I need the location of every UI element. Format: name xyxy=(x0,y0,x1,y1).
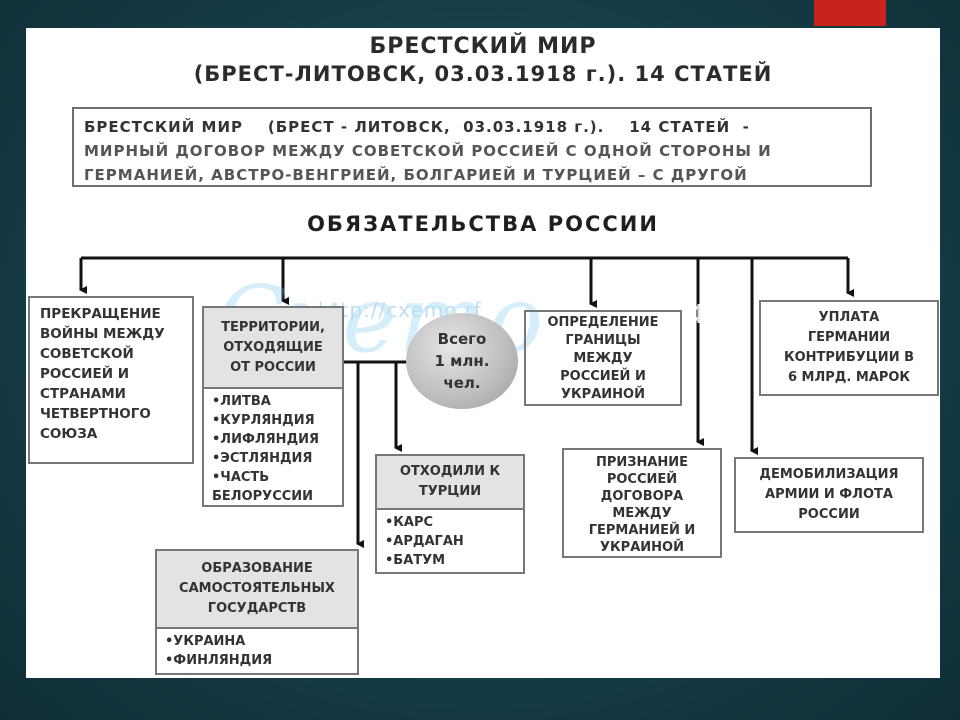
box-line: ОБРАЗОВАНИЕ xyxy=(201,561,313,576)
obligations-heading: ОБЯЗАТЕЛЬСТВА РОССИИ xyxy=(307,212,659,236)
list-item: •ЛИФЛЯНДИЯ xyxy=(212,432,320,447)
box-line: РОССИИ xyxy=(798,507,860,522)
box-line: АРМИИ И ФЛОТА xyxy=(765,487,893,502)
box-end-war: ПРЕКРАЩЕНИЕ ВОЙНЫ МЕЖДУ СОВЕТСКОЙ РОССИЕ… xyxy=(28,296,194,464)
box-line: ОТ РОССИИ xyxy=(230,360,316,375)
box-line: МЕЖДУ xyxy=(573,351,633,366)
box-line: СОЮЗА xyxy=(40,426,98,442)
list-item: •КУРЛЯНДИЯ xyxy=(212,413,315,428)
box-line: ДОГОВОРА xyxy=(600,489,684,504)
box-states-title: ОБРАЗОВАНИЕ САМОСТОЯТЕЛЬНЫХ ГОСУДАРСТВ xyxy=(155,549,359,629)
box-line: ОПРЕДЕЛЕНИЕ xyxy=(547,315,659,330)
box-line: РОССИЕЙ И xyxy=(40,366,130,382)
list-item: •АРДАГАН xyxy=(385,534,464,549)
list-item: •ЛИТВА xyxy=(212,394,271,409)
list-item: •ФИНЛЯНДИЯ xyxy=(165,653,273,668)
box-line: СТРАНАМИ xyxy=(40,386,126,402)
box-line: ЧЕТВЕРТНОГО xyxy=(40,406,151,422)
box-line: ГЕРМАНИЕЙ И xyxy=(588,523,696,538)
box-line: ГЕРМАНИИ xyxy=(807,330,891,345)
box-line: УПЛАТА xyxy=(818,310,880,325)
list-item: •КАРС xyxy=(385,515,434,530)
watermark-rf: РФ xyxy=(668,300,713,330)
oval-line: 1 млн. xyxy=(434,352,490,370)
population-oval: Всего 1 млн. чел. xyxy=(406,313,518,409)
list-states: •УКРАИНА •ФИНЛЯНДИЯ xyxy=(155,627,359,675)
box-line: УКРАИНОЙ xyxy=(561,387,645,402)
box-contribution: УПЛАТА ГЕРМАНИИ КОНТРИБУЦИИ В 6 МЛРД. МА… xyxy=(759,300,939,396)
list-item: •УКРАИНА xyxy=(165,634,246,649)
definition-box: БРЕСТСКИЙ МИР (БРЕСТ - ЛИТОВСК, 03.03.19… xyxy=(72,107,872,187)
oval-line: Всего xyxy=(437,330,487,348)
list-territories: •ЛИТВА •КУРЛЯНДИЯ •ЛИФЛЯНДИЯ •ЭСТЛЯНДИЯ … xyxy=(202,387,344,507)
box-line: ОТХОДИЛИ К xyxy=(399,464,501,479)
list-turkey: •КАРС •АРДАГАН •БАТУМ xyxy=(375,508,525,574)
list-item: •ЧАСТЬ xyxy=(212,470,270,485)
box-line: МЕЖДУ xyxy=(612,506,672,521)
list-item: БЕЛОРУССИИ xyxy=(212,489,314,504)
list-item: •ЭСТЛЯНДИЯ xyxy=(212,451,313,466)
box-line: РОССИЕЙ И xyxy=(560,369,646,384)
box-line: САМОСТОЯТЕЛЬНЫХ xyxy=(179,581,335,596)
oval-line: чел. xyxy=(443,374,481,392)
box-line: ПРИЗНАНИЕ xyxy=(595,455,689,470)
box-demob: ДЕМОБИЛИЗАЦИЯ АРМИИ И ФЛОТА РОССИИ xyxy=(734,457,924,533)
box-border: ОПРЕДЕЛЕНИЕ ГРАНИЦЫ МЕЖДУ РОССИЕЙ И УКРА… xyxy=(524,310,682,406)
box-line: УКРАИНОЙ xyxy=(600,540,684,555)
page-subtitle: (БРЕСТ-ЛИТОВСК, 03.03.1918 г.). 14 СТАТЕ… xyxy=(193,62,773,86)
accent-bar xyxy=(814,0,886,26)
box-line: СОВЕТСКОЙ xyxy=(40,346,134,362)
box-recognition: ПРИЗНАНИЕ РОССИЕЙ ДОГОВОРА МЕЖДУ ГЕРМАНИ… xyxy=(562,448,722,558)
box-line: ТЕРРИТОРИИ, xyxy=(221,320,325,335)
box-line: РОССИЕЙ xyxy=(606,472,678,487)
definition-line: МИРНЫЙ ДОГОВОР МЕЖДУ СОВЕТСКОЙ РОССИЕЙ С… xyxy=(84,142,772,160)
definition-line: БРЕСТСКИЙ МИР (БРЕСТ - ЛИТОВСК, 03.03.19… xyxy=(84,118,750,136)
page-title: БРЕСТСКИЙ МИР xyxy=(369,34,597,59)
box-turkey-title: ОТХОДИЛИ К ТУРЦИИ xyxy=(375,454,525,510)
box-line: 6 МЛРД. МАРОК xyxy=(787,370,911,385)
box-line: ПРЕКРАЩЕНИЕ xyxy=(40,306,161,322)
box-line: КОНТРИБУЦИИ В xyxy=(783,350,915,365)
box-line: ГРАНИЦЫ xyxy=(565,333,641,348)
list-item: •БАТУМ xyxy=(385,553,446,568)
box-line: ГОСУДАРСТВ xyxy=(207,601,307,616)
box-line: ОТХОДЯЩИЕ xyxy=(223,340,323,355)
definition-line: ГЕРМАНИЕЙ, АВСТРО-ВЕНГРИЕЙ, БОЛГАРИЕЙ И … xyxy=(84,166,748,184)
box-line: ТУРЦИИ xyxy=(418,484,482,499)
box-territories-title: ТЕРРИТОРИИ, ОТХОДЯЩИЕ ОТ РОССИИ xyxy=(202,306,344,389)
connector-lines xyxy=(79,256,854,548)
box-line: ВОЙНЫ МЕЖДУ xyxy=(40,326,165,342)
diagram-slide: БРЕСТСКИЙ МИР (БРЕСТ-ЛИТОВСК, 03.03.1918… xyxy=(26,28,940,678)
box-line: ДЕМОБИЛИЗАЦИЯ xyxy=(759,467,899,482)
